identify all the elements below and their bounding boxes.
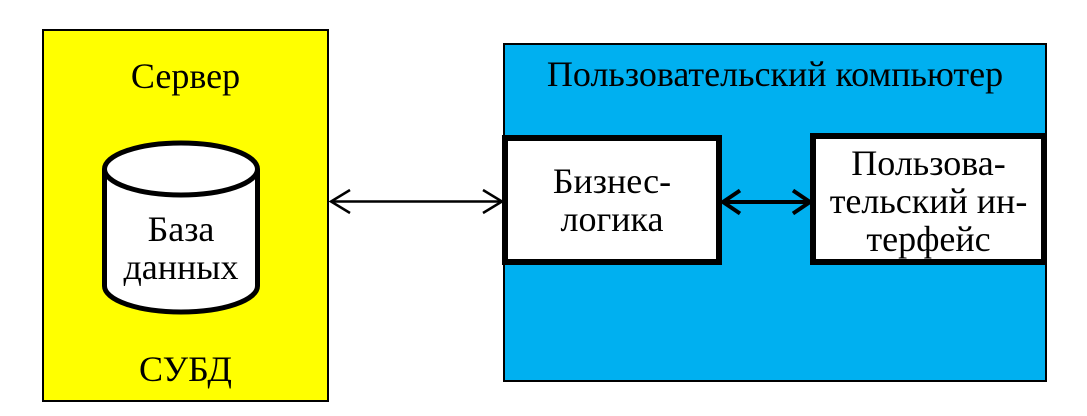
business-logic-label-line1: Бизнес- [552, 161, 672, 201]
server-logic-bidirectional-arrow [328, 188, 505, 215]
server-title: Сервер [130, 56, 241, 96]
server-block: Сервер База данных СУБД [42, 29, 329, 402]
client-computer-title: Пользовательский компьютер [546, 54, 1004, 94]
dbms-label: СУБД [139, 349, 232, 389]
database-label: База данных [102, 210, 260, 286]
user-interface-label-line1: Пользова- [851, 143, 1006, 183]
database-label-line2: данных [123, 247, 239, 287]
database-cylinder-icon [102, 140, 260, 315]
database-label-line1: База [147, 209, 215, 249]
user-interface-label-line3: терфейс [866, 219, 991, 259]
user-interface-label-line2: тельский ин- [829, 181, 1028, 221]
user-interface-node: Пользова- тельский ин- терфейс [810, 133, 1047, 265]
client-computer-block: Пользовательский компьютер Бизнес- логик… [502, 43, 1047, 382]
database-cylinder: База данных [102, 140, 260, 315]
business-logic-node: Бизнес- логика [502, 135, 722, 265]
business-logic-label-line2: логика [560, 199, 664, 239]
